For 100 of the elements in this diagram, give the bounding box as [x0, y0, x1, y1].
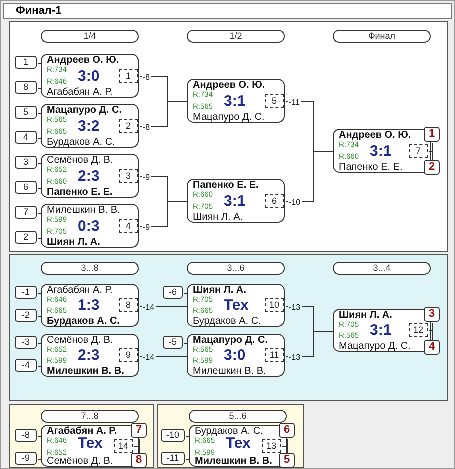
- seed-tag: -4: [15, 359, 37, 372]
- score-text: 3:1: [224, 193, 246, 210]
- match-number: 4: [119, 219, 138, 233]
- seed-tag: -3: [15, 336, 37, 349]
- match-card: [187, 179, 285, 223]
- bracket-line: [38, 188, 42, 189]
- match-card: [41, 104, 139, 148]
- player-name: Шиян Л. А.: [339, 310, 392, 321]
- match-number: 2: [119, 119, 138, 133]
- bracket-line: [38, 163, 42, 164]
- player-name: Семёнов Д. В.: [47, 155, 114, 166]
- score-text: 3:1: [370, 143, 392, 160]
- seed-tag: -5: [163, 336, 183, 349]
- bracket-line: [38, 459, 42, 460]
- player-name: Шиян Л. А.: [193, 212, 244, 223]
- match-card: [41, 334, 139, 377]
- player-name: Агабабян А. Р.: [47, 285, 113, 296]
- bracket-line: [38, 238, 42, 239]
- score-text: 1:3: [78, 297, 100, 314]
- match-card: [41, 284, 139, 327]
- seed-tag: -11: [161, 452, 185, 465]
- score-text: 3:1: [224, 93, 246, 110]
- match-number: 13: [262, 439, 281, 453]
- bracket-line: [140, 202, 188, 228]
- seed-tag: 2: [15, 231, 37, 244]
- place-badge: 3: [424, 307, 440, 322]
- place-badge: 1: [424, 127, 440, 142]
- bracket-line: [38, 316, 42, 317]
- player-name: Шиян Л. А.: [47, 237, 100, 248]
- player-name: Милешкин В. В.: [195, 456, 272, 467]
- score-text: Тех: [224, 297, 249, 314]
- bracket-panel: [9, 254, 448, 401]
- score-text: Тех: [78, 435, 103, 452]
- match-number: 1: [119, 69, 138, 83]
- match-card: [333, 309, 431, 352]
- bracket-line: [38, 343, 42, 344]
- seed-tag: -6: [163, 286, 183, 299]
- diagram-title: Финал-1: [3, 3, 452, 19]
- player-name: Агабабян А. Р.: [47, 426, 118, 437]
- player-name: Мацапуро Д. С.: [193, 112, 265, 123]
- edge-label: -8: [142, 123, 152, 132]
- round-header: 1/2: [187, 30, 285, 43]
- match-number: 6: [265, 194, 284, 208]
- match-number: 11: [265, 348, 284, 362]
- bracket-line: [38, 213, 42, 214]
- match-number: 9: [119, 348, 138, 362]
- bracket-panel: [9, 21, 448, 252]
- player-name: Мацапуро Д. С.: [47, 105, 122, 116]
- bracket-line: [38, 88, 42, 89]
- player-name: Бурдаков А. С.: [193, 316, 262, 327]
- seed-tag: -1: [15, 286, 37, 299]
- match-card: [41, 204, 139, 248]
- score-text: Тех: [226, 435, 251, 452]
- player-name: Мацапуро Д. С.: [339, 341, 411, 352]
- round-header: 3...4: [333, 262, 431, 275]
- bracket-line: [140, 356, 188, 357]
- seed-tag: 5: [15, 106, 37, 119]
- bracket-line: [140, 306, 188, 307]
- bracket-line: [184, 343, 188, 344]
- match-card: [187, 334, 285, 377]
- place-badge: 7: [131, 423, 147, 438]
- seed-tag: 4: [15, 131, 37, 144]
- edge-label: -9: [142, 223, 152, 232]
- seed-tag: 7: [15, 206, 37, 219]
- match-card: [187, 284, 285, 327]
- player-name: Бурдаков А. С.: [47, 137, 116, 148]
- match-number: 14: [114, 439, 133, 453]
- bracket-line: [38, 138, 42, 139]
- score-text: 3:0: [224, 347, 246, 364]
- edge-label: -9: [142, 173, 152, 182]
- player-name: Семёнов Д. В.: [47, 456, 114, 467]
- player-name: Шиян Л. А.: [193, 285, 246, 296]
- round-header: Финал: [333, 30, 431, 43]
- place-badge: 4: [424, 340, 440, 355]
- score-text: 3:1: [370, 322, 392, 339]
- bracket-line: [184, 293, 188, 294]
- match-number: 7: [409, 144, 428, 158]
- seed-tag: -10: [161, 429, 185, 442]
- player-name: Бурдаков А. С.: [47, 316, 120, 327]
- bracket-line: [38, 63, 42, 64]
- match-card: [41, 54, 139, 98]
- edge-label: -11: [288, 98, 301, 107]
- round-header: 3...8: [41, 262, 139, 275]
- match-number: 5: [265, 94, 284, 108]
- match-number: 10: [265, 298, 284, 312]
- match-number: 8: [119, 298, 138, 312]
- seed-tag: 6: [15, 181, 37, 194]
- bracket-line: [38, 436, 42, 437]
- place-badge: 8: [131, 453, 147, 468]
- player-name: Мацапуро Д. С.: [193, 335, 268, 346]
- round-header: 1/4: [41, 30, 139, 43]
- score-text: 2:3: [78, 347, 100, 364]
- player-name: Папенко Е. Е.: [47, 187, 113, 198]
- match-number: 12: [409, 323, 428, 337]
- player-name: Папенко Е. Е.: [193, 180, 259, 191]
- bracket-line: [38, 366, 42, 367]
- match-number: 3: [119, 169, 138, 183]
- match-card: [187, 79, 285, 123]
- round-header: 5...6: [189, 410, 287, 423]
- player-name: Бурдаков А. С.: [195, 426, 264, 437]
